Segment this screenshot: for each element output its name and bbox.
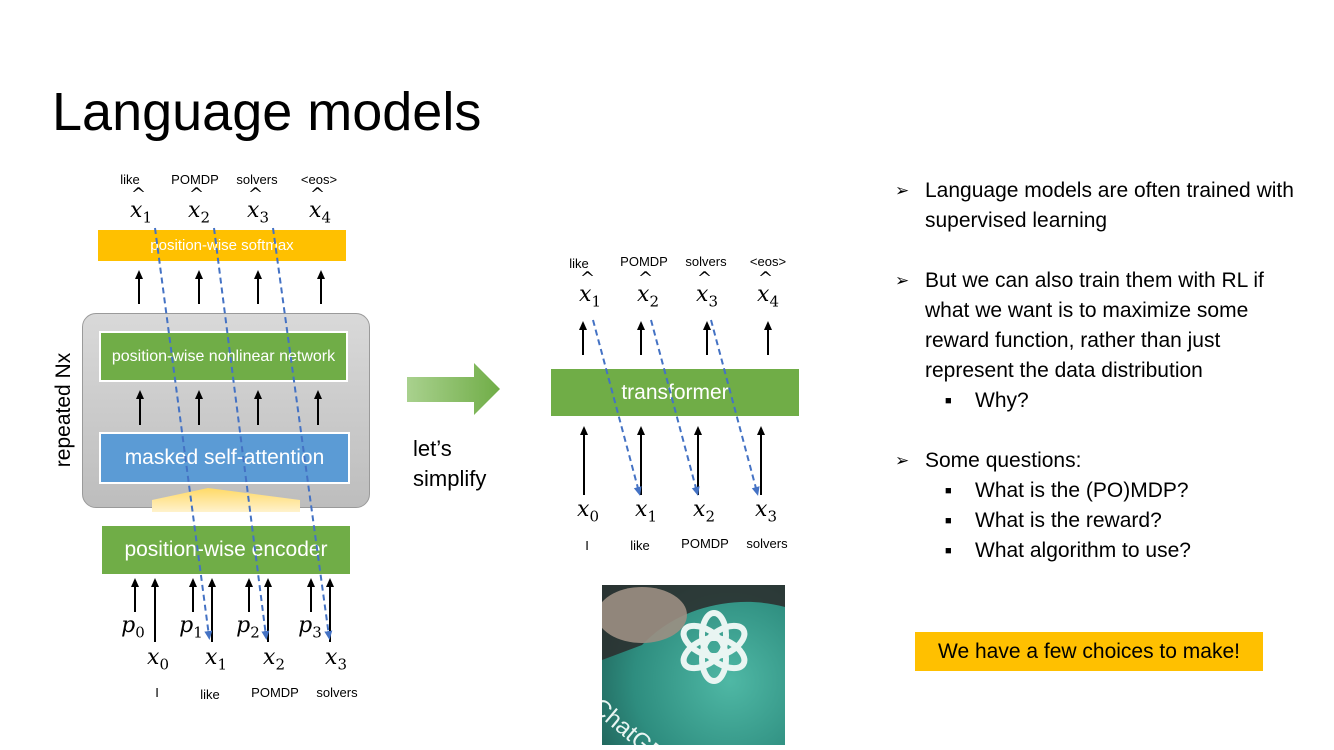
left-input-var: x2	[263, 645, 285, 674]
right-input-token: POMDP	[681, 536, 729, 551]
sub-bullet-item: What is the reward?	[895, 506, 1295, 536]
right-output-var: x1	[579, 268, 601, 310]
encoder-layer: position-wise encoder	[102, 526, 350, 574]
left-input-token: solvers	[316, 685, 358, 700]
right-input-var: x2	[693, 497, 715, 526]
position-var: p3	[298, 613, 322, 642]
sub-bullet-item: Why?	[895, 386, 1295, 416]
right-input-var: x1	[635, 497, 657, 526]
bullet-list: Language models are often trained with s…	[895, 176, 1295, 566]
simplify-label: let’s simplify	[413, 436, 487, 491]
callout-box: We have a few choices to make!	[915, 632, 1263, 671]
right-output-token: solvers	[685, 254, 727, 269]
right-input-token: solvers	[746, 536, 788, 551]
bullet-item: Some questions:	[895, 446, 1295, 476]
left-output-var: x3	[247, 184, 269, 226]
left-input-token: I	[155, 685, 159, 700]
right-output-var: x4	[757, 268, 779, 310]
right-output-token: <eos>	[749, 254, 787, 269]
right-input-token: like	[630, 538, 650, 553]
left-output-var: x4	[309, 184, 331, 226]
left-output-token: POMDP	[171, 172, 219, 187]
left-output-var: x1	[130, 184, 152, 226]
left-input-token: like	[200, 687, 220, 702]
softmax-layer: position-wise softmax	[98, 230, 346, 261]
left-output-token: solvers	[236, 172, 278, 187]
chatgpt-logo-icon	[602, 585, 785, 684]
bullet-item: But we can also train them with RL if wh…	[895, 266, 1295, 386]
right-input-token: I	[585, 538, 589, 553]
right-output-var: x3	[696, 268, 718, 310]
nonlinear-layer: position-wise nonlinear network	[99, 331, 348, 382]
left-input-var: x1	[205, 645, 227, 674]
sub-bullet-item: What is the (PO)MDP?	[895, 476, 1295, 506]
right-input-var: x0	[577, 497, 599, 526]
left-output-var: x2	[188, 184, 210, 226]
chatgpt-photo: ChatGPT	[602, 585, 785, 745]
position-var: p0	[121, 613, 145, 642]
right-input-var: x3	[755, 497, 777, 526]
sub-bullet-item: What algorithm to use?	[895, 536, 1295, 566]
position-var: p1	[179, 613, 203, 642]
attention-layer: masked self-attention	[99, 432, 350, 484]
slide-title: Language models	[52, 82, 482, 142]
encoder-to-attention-arrow	[152, 488, 300, 512]
bullet-item: Language models are often trained with s…	[895, 176, 1295, 236]
right-output-var: x2	[637, 268, 659, 310]
left-input-token: POMDP	[251, 685, 299, 700]
right-output-token: POMDP	[620, 254, 668, 269]
simplify-arrow	[407, 363, 500, 415]
left-input-var: x3	[325, 645, 347, 674]
position-var: p2	[236, 613, 260, 642]
left-input-var: x0	[147, 645, 169, 674]
